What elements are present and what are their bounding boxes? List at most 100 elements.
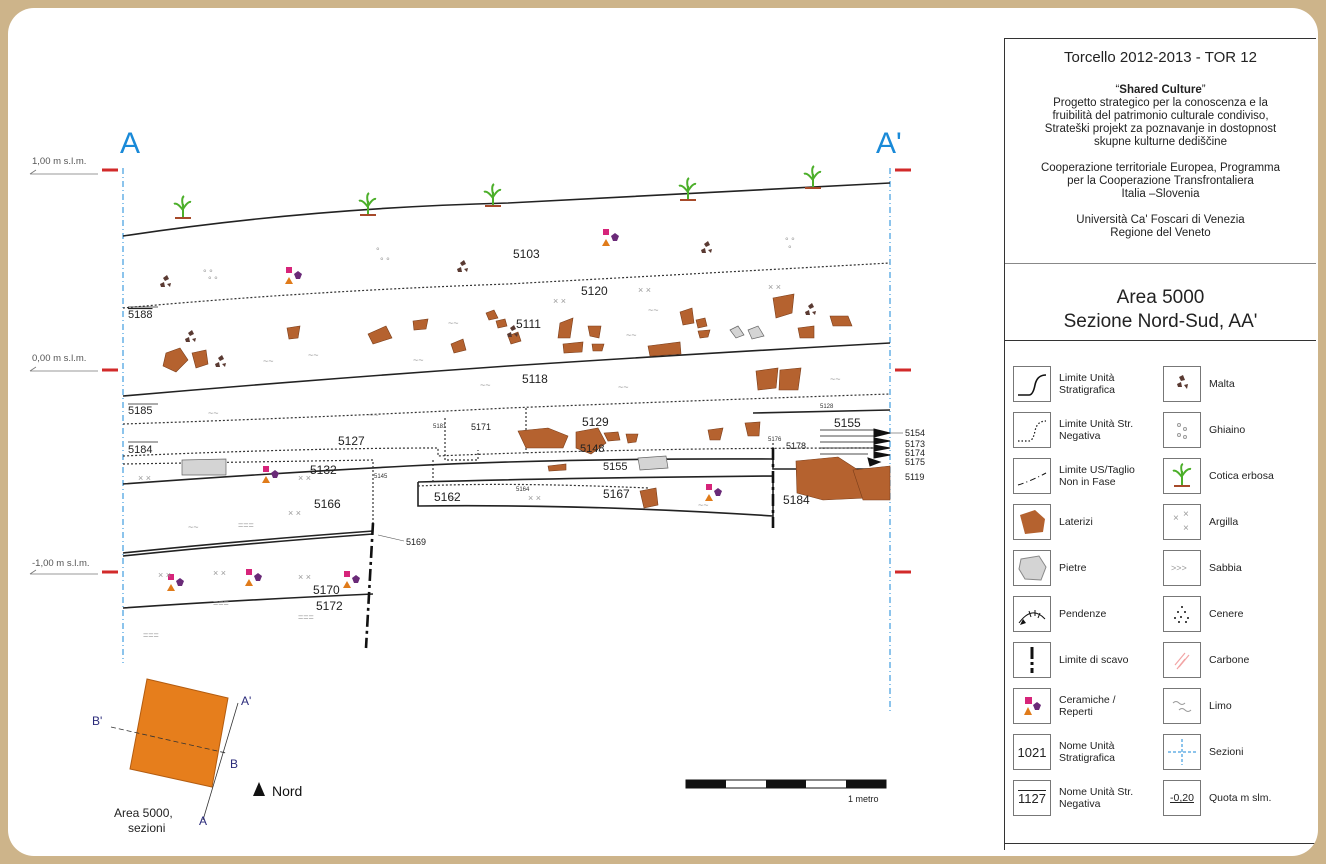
north-label: Nord: [272, 783, 302, 799]
coop-line-3: Italia –Slovenia: [1121, 188, 1200, 200]
legend-item-sezioni: Sezioni: [1163, 733, 1291, 771]
area-title-block: Area 5000 Sezione Nord-Sud, AA': [1005, 264, 1316, 341]
legend-item-cenere: Cenere: [1163, 595, 1291, 633]
unit-5171: 5171: [471, 422, 491, 432]
svg-text:===: ===: [238, 520, 254, 530]
stratigraphic-section: A A' 1,00 m s.l.m. 0,00 m s.l.m. -1,00 m…: [29, 127, 925, 835]
unit-5167: 5167: [603, 487, 630, 501]
region-line: Regione del Veneto: [1110, 227, 1211, 239]
scale-label: 1 metro: [848, 794, 879, 804]
minimap-label-b: B: [230, 757, 238, 771]
legend-item-quota: -0,20 Quota m slm.: [1163, 779, 1291, 817]
svg-text:~~: ~~: [263, 356, 274, 366]
minimap-caption-1: Area 5000,: [114, 806, 173, 820]
unit-5155: 5155: [603, 461, 627, 473]
excavation-limit-1: [364, 522, 375, 649]
elevation-mark-3: -1,00 m s.l.m.: [29, 558, 911, 575]
svg-text:===: ===: [298, 612, 314, 622]
svg-text:×: ×: [1173, 513, 1179, 524]
slope-marks: [867, 428, 891, 467]
svg-text:>>>: >>>: [1171, 563, 1187, 573]
soil-textures: ° °° ° °° ° ° °° × ×× ×× × ~~~~~~ ~~~~~~…: [138, 236, 841, 640]
svg-text:~~: ~~: [308, 350, 319, 360]
svg-text:5174: 5174: [905, 448, 925, 458]
svg-text:° °: ° °: [380, 256, 390, 266]
unit-5170: 5170: [313, 583, 340, 597]
callouts: 5154 5173 5174 5175 5119 5169: [377, 428, 925, 547]
tiny-5145: 5145: [374, 474, 388, 480]
svg-text:~~: ~~: [368, 410, 379, 420]
svg-text:° °: ° °: [785, 236, 795, 246]
minimap: A' B' B A Area 5000, sezioni Nord: [92, 678, 302, 835]
svg-text:° °: ° °: [208, 275, 218, 285]
svg-text:°: °: [788, 244, 792, 254]
svg-text:1,00 m s.l.m.: 1,00 m s.l.m.: [32, 156, 86, 167]
elevation-mark-2: 0,00 m s.l.m.: [29, 353, 911, 372]
legend-item-carbone: Carbone: [1163, 641, 1291, 679]
legend: Limite Unità Stratigrafica Limite Unità …: [1005, 341, 1316, 821]
drawing-sheet: A A' 1,00 m s.l.m. 0,00 m s.l.m. -1,00 m…: [8, 8, 1318, 856]
svg-text:° °: ° °: [203, 268, 213, 278]
legend-item-limo: Limo: [1163, 687, 1291, 725]
layer-boundaries: [122, 182, 891, 609]
legend-item-limite-neg: Limite Unità Str. Negativa: [1013, 411, 1141, 449]
legend-item-limite-us: Limite Unità Stratigrafica: [1013, 365, 1141, 403]
unit-5118: 5118: [522, 372, 548, 386]
legend-item-limite-fase: Limite US/Taglio Non in Fase: [1013, 457, 1141, 495]
unit-5129: 5129: [582, 415, 609, 429]
svg-text:×: ×: [1183, 523, 1189, 534]
svg-text:~~: ~~: [618, 382, 629, 392]
area-square: [129, 678, 229, 788]
north-arrow-icon: [253, 782, 265, 796]
svg-text:°: °: [376, 246, 380, 256]
unit-5127: 5127: [338, 434, 365, 448]
stones: [181, 325, 765, 476]
area-subtitle: Sezione Nord-Sud, AA': [1063, 311, 1258, 332]
legend-item-pietre: Pietre: [1013, 549, 1141, 587]
svg-text:× ×: × ×: [298, 473, 311, 483]
area-title: Area 5000: [1116, 287, 1205, 308]
svg-text:× ×: × ×: [213, 568, 226, 578]
svg-text:5169: 5169: [406, 537, 426, 547]
svg-text:× ×: × ×: [138, 473, 151, 483]
svg-text:× ×: × ×: [638, 285, 651, 295]
svg-text:×: ×: [1183, 509, 1189, 520]
svg-text:~~: ~~: [188, 522, 199, 532]
tiny-5181: 5181: [433, 424, 447, 430]
legend-item-argilla: ××× Argilla: [1163, 503, 1291, 541]
svg-text:× ×: × ×: [298, 572, 311, 582]
legend-item-scavo: Limite di scavo: [1013, 641, 1141, 679]
legend-item-nome-us: 1021 Nome Unità Stratigrafica: [1013, 733, 1141, 771]
svg-text:===: ===: [143, 630, 159, 640]
neg-5185: 5185: [128, 405, 152, 417]
svg-text:~~: ~~: [648, 305, 659, 315]
svg-text:-1,00 m s.l.m.: -1,00 m s.l.m.: [32, 558, 90, 569]
svg-text:× ×: × ×: [288, 508, 301, 518]
shared-culture-line: “Shared Culture”: [1115, 84, 1206, 96]
unit-5184b: 5184: [783, 493, 810, 507]
legend-item-cotica: Cotica erbosa: [1163, 457, 1291, 495]
minimap-label-a-prime: A': [241, 694, 251, 708]
project-desc-2: fruibilità del patrimonio culturale cond…: [1052, 110, 1269, 122]
svg-text:× ×: × ×: [158, 570, 171, 580]
university-line: Università Ca' Foscari di Venezia: [1076, 214, 1245, 226]
svg-text:× ×: × ×: [768, 282, 781, 292]
svg-text:× ×: × ×: [528, 493, 541, 503]
unit-5166: 5166: [314, 497, 341, 511]
coop-line-1: Cooperazione territoriale Europea, Progr…: [1040, 162, 1281, 174]
svg-text:~~: ~~: [448, 318, 459, 328]
svg-text:~~: ~~: [413, 355, 424, 365]
project-desc-3: Strateški projekt za poznavanje in dosto…: [1044, 123, 1277, 135]
unit-5155b: 5155: [834, 416, 861, 430]
svg-text:5119: 5119: [905, 472, 924, 482]
unit-5111: 5111: [516, 317, 541, 331]
svg-text:===: ===: [213, 598, 229, 608]
unit-5103: 5103: [513, 247, 540, 261]
minimap-caption-2: sezioni: [128, 821, 165, 835]
title-block: Torcello 2012-2013 - TOR 12 “Shared Cult…: [1005, 39, 1316, 264]
scale-bar: 1 metro: [685, 779, 887, 804]
project-title: Torcello 2012-2013 - TOR 12: [1064, 49, 1257, 66]
legend-item-ceramiche: Ceramiche / Reperti: [1013, 687, 1141, 725]
tiny-5164: 5164: [516, 487, 530, 493]
svg-text:~~: ~~: [480, 380, 491, 390]
